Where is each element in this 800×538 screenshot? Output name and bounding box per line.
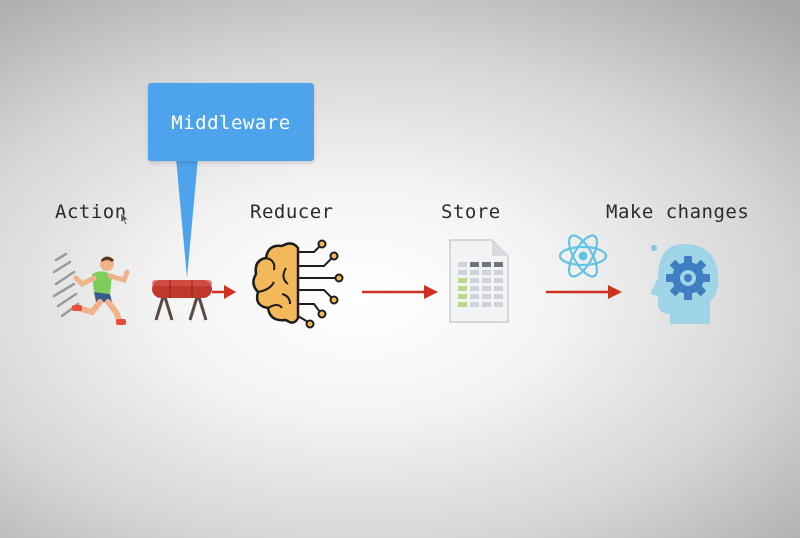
vaulting-horse-icon [152,280,212,321]
react-atom-icon [558,234,608,278]
head-gear-icon [650,244,719,324]
arrow-to-reducer [212,285,236,299]
brain-circuit-icon [252,239,344,329]
middleware-callout: Middleware [148,83,314,161]
arrow-to-changes [546,285,622,299]
reducer-label: Reducer [250,201,334,223]
spreadsheet-document-icon [449,239,509,323]
middleware-label: Middleware [171,112,291,134]
store-label: Store [441,201,501,223]
action-label: Action [55,201,127,223]
runner-icon [52,252,130,325]
make-changes-label: Make changes [606,201,750,223]
cursor-icon [120,212,130,226]
arrow-to-store [362,285,438,299]
